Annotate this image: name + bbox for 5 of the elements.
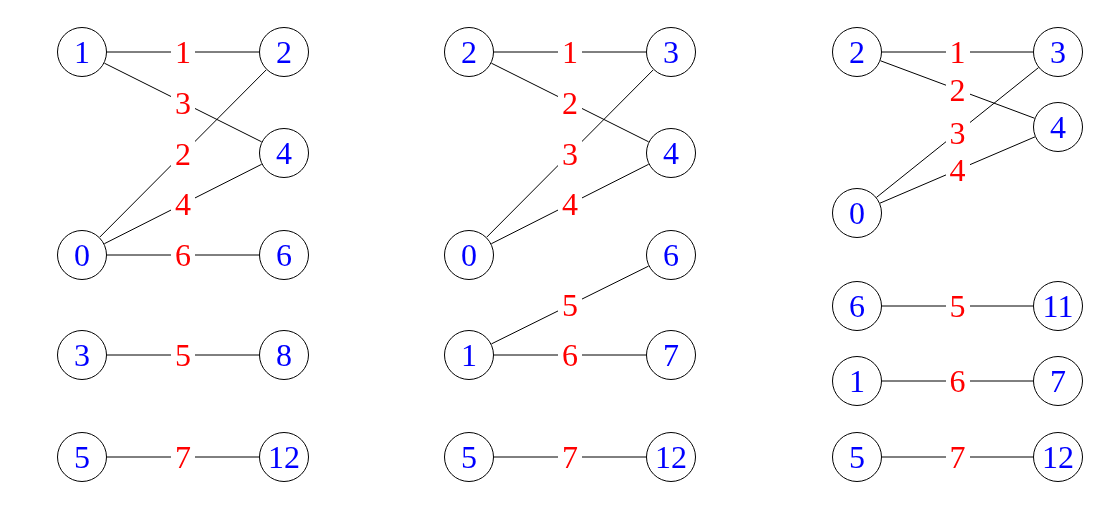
connector-line [493,354,647,356]
connector-line [106,354,260,356]
connector-line [106,254,260,256]
connector-line [881,380,1034,382]
connector-line [881,305,1034,307]
